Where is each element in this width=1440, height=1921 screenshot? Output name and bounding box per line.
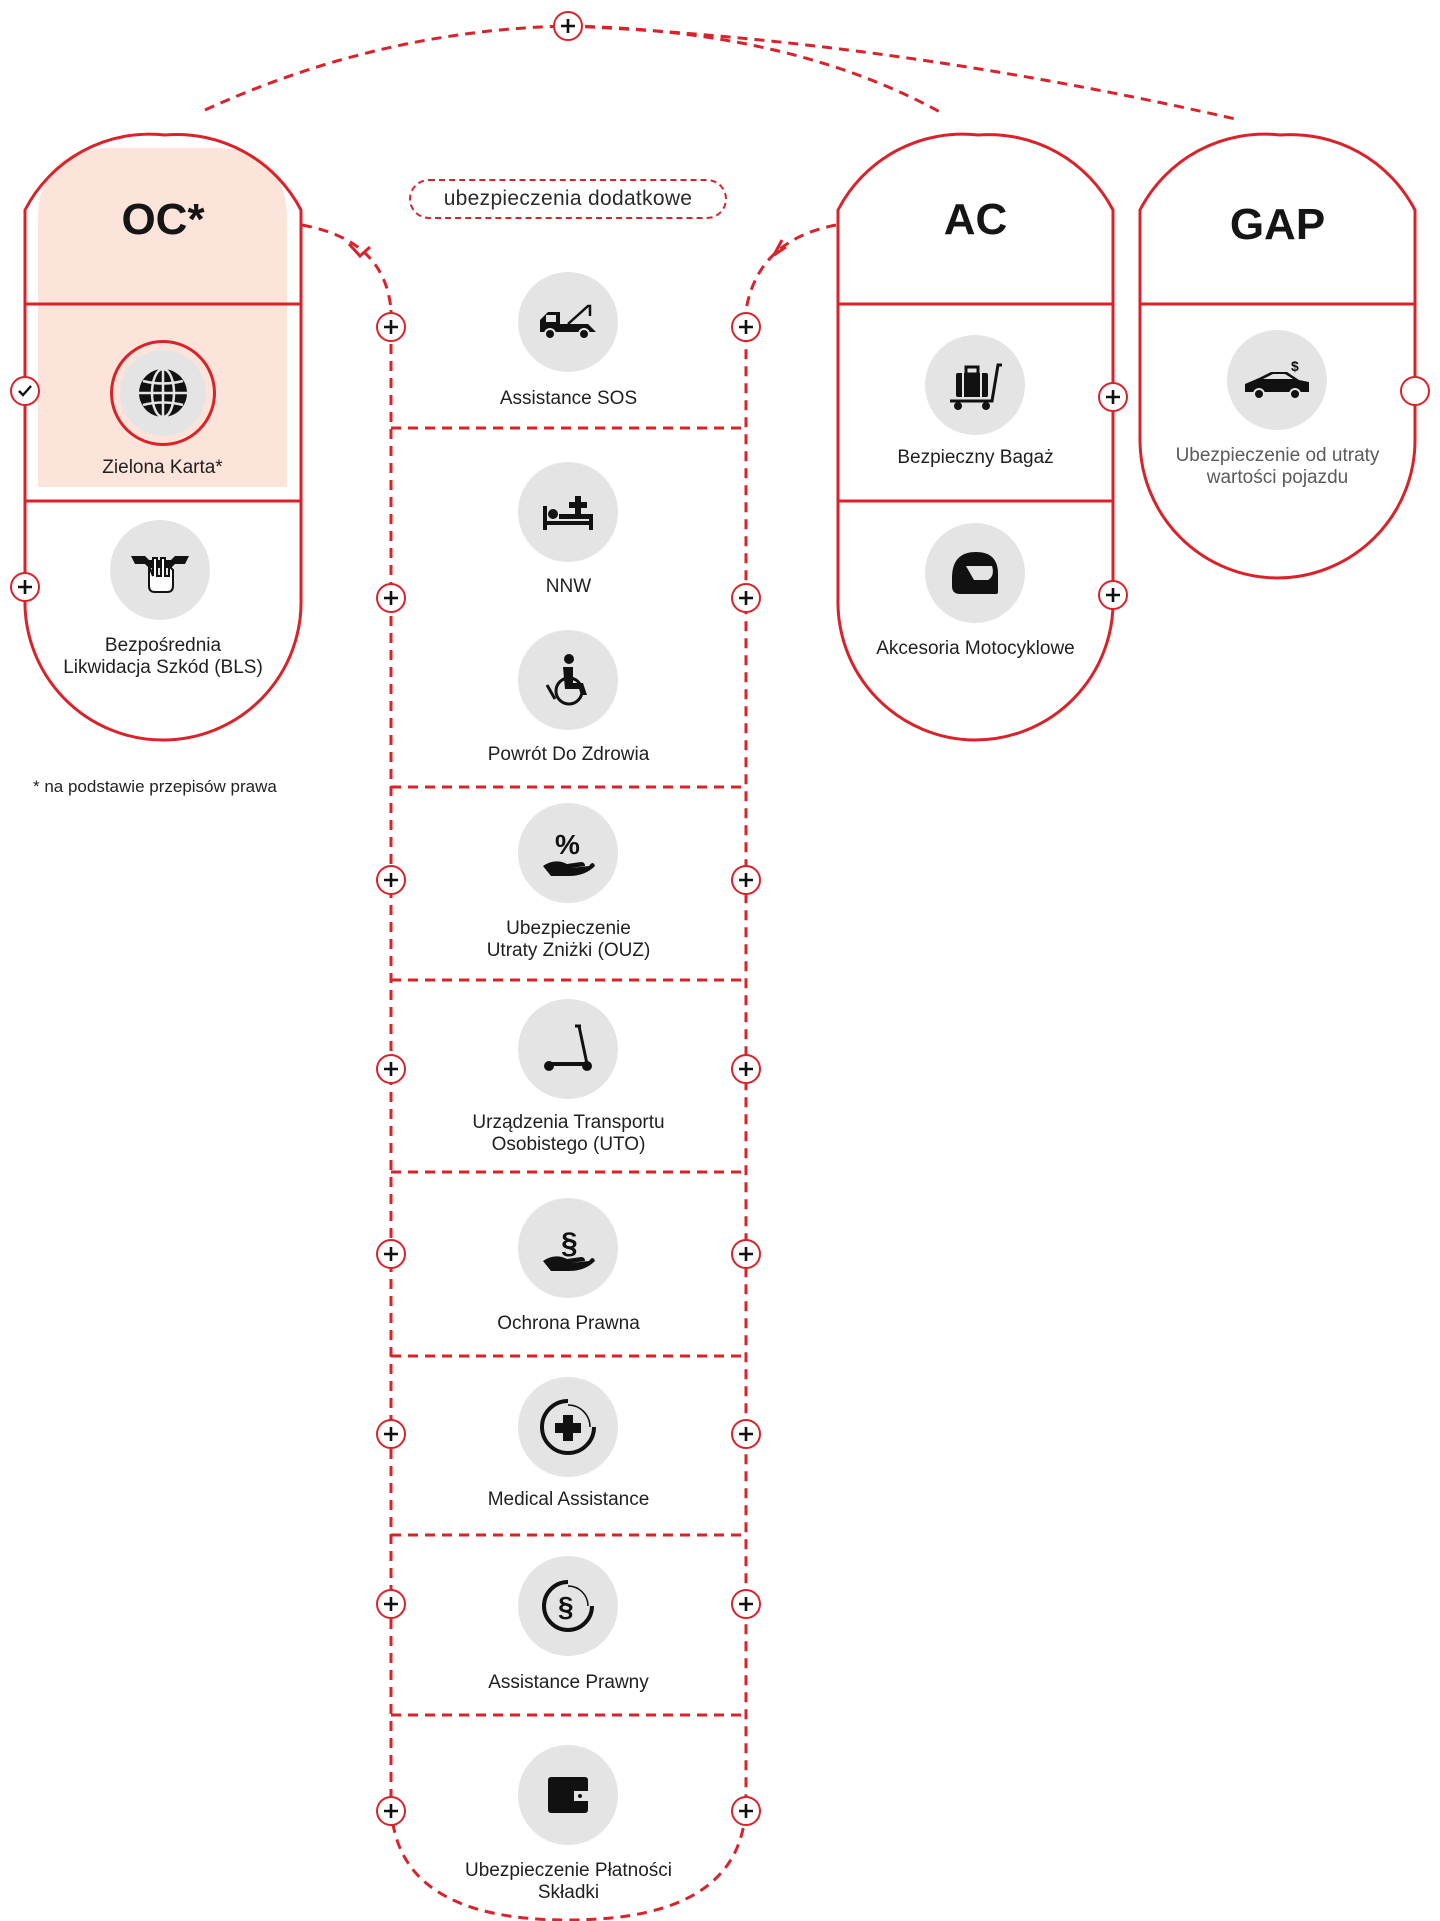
oc-item-label: Bezpośrednia Likwidacja Szkód (BLS) — [63, 635, 263, 678]
extras-item-label: Assistance Prawny — [488, 1672, 649, 1693]
gap-toggle-button[interactable] — [1400, 376, 1430, 406]
oc-item-label: Zielona Karta* — [102, 457, 223, 478]
extras-item-label: Assistance SOS — [499, 388, 638, 409]
ac-card — [836, 132, 1115, 742]
gap-card — [1138, 132, 1417, 580]
top-add-button[interactable] — [553, 11, 583, 41]
extras-add-button-left[interactable] — [376, 1419, 406, 1449]
extras-item-label: Medical Assistance — [487, 1489, 650, 1510]
extras-add-button-left[interactable] — [376, 312, 406, 342]
oc-card — [23, 132, 303, 742]
arrow-head-right — [772, 239, 787, 257]
helmet-icon — [952, 552, 998, 594]
ac-helmet-add-button[interactable] — [1098, 580, 1128, 610]
extras-add-button-right[interactable] — [731, 583, 761, 613]
ac-item-helmet — [925, 523, 1025, 623]
extras-item-uto — [518, 999, 618, 1099]
extras-add-button-left[interactable] — [376, 583, 406, 613]
oc-item-bls — [110, 520, 210, 620]
ac-luggage-add-button[interactable] — [1098, 382, 1128, 412]
extras-add-button-right[interactable] — [731, 312, 761, 342]
car-dollar-icon: $ — [1245, 358, 1309, 400]
oc-bls-add-button[interactable] — [10, 572, 40, 602]
extras-title-pill: ubezpieczenia dodatkowe — [409, 179, 727, 219]
oc-title: OC* — [121, 195, 205, 244]
top-connector-gap — [567, 24, 1241, 122]
extras-item-ochrona-prawna: § — [518, 1198, 618, 1298]
oc-highlight — [38, 148, 287, 487]
svg-text:§: § — [558, 1591, 574, 1622]
extras-item-assistance-prawny: § — [518, 1556, 618, 1656]
globe-icon — [139, 367, 187, 419]
extras-add-button-left[interactable] — [376, 1796, 406, 1826]
oc-extras-connector — [301, 223, 393, 311]
medical-cross-icon — [540, 1399, 596, 1455]
ac-item-luggage — [925, 335, 1025, 435]
extras-item-nnw — [518, 462, 618, 562]
extras-add-button-right[interactable] — [731, 865, 761, 895]
extras-column — [389, 310, 748, 1921]
svg-text:%: % — [555, 829, 580, 860]
extras-item-powrot-do-zdrowia — [518, 630, 618, 730]
extras-add-button-left[interactable] — [376, 865, 406, 895]
arrow-head-left — [347, 242, 372, 259]
gap-item-label: Ubezpieczenie od utraty wartości pojazdu — [1175, 445, 1380, 488]
gap-item: $ — [1227, 330, 1327, 430]
extras-add-button-right[interactable] — [731, 1796, 761, 1826]
ac-extras-connector — [744, 223, 837, 311]
extras-item-assistance-sos — [518, 272, 618, 372]
ac-title: AC — [943, 195, 1008, 244]
ac-item-label: Akcesoria Motocyklowe — [876, 638, 1075, 659]
extras-item-label: Powrót Do Zdrowia — [487, 744, 650, 765]
extras-add-button-right[interactable] — [731, 1589, 761, 1619]
extras-add-button-left[interactable] — [376, 1054, 406, 1084]
ac-item-label: Bezpieczny Bagaż — [897, 447, 1054, 468]
tow-truck-icon — [540, 304, 596, 340]
extras-item-label: Urządzenia Transportu Osobistego (UTO) — [472, 1112, 665, 1155]
extras-add-button-left[interactable] — [376, 1239, 406, 1269]
oc-item-check-button[interactable] — [10, 376, 40, 406]
extras-add-button-left[interactable] — [376, 1589, 406, 1619]
extras-add-button-right[interactable] — [731, 1054, 761, 1084]
extras-item-label: Ubezpieczenie Utraty Zniżki (OUZ) — [486, 918, 651, 961]
extras-add-button-right[interactable] — [731, 1239, 761, 1269]
wrench-hand-icon — [131, 556, 189, 593]
luggage-cart-icon — [950, 363, 1002, 410]
footnote: * na podstawie przepisów prawa — [33, 777, 277, 796]
extras-title: ubezpieczenia dodatkowe — [443, 187, 693, 210]
extras-item-label: NNW — [545, 576, 592, 597]
extras-item-platnosci-skladki — [518, 1745, 618, 1845]
top-connector-left — [204, 24, 569, 112]
hospital-bed-icon — [543, 496, 593, 530]
extras-item-medical-assistance — [518, 1377, 618, 1477]
extras-item-ouz: % — [518, 803, 618, 903]
extras-item-label: Ochrona Prawna — [497, 1313, 640, 1334]
gap-title: GAP — [1229, 200, 1326, 249]
top-connector-ac — [567, 24, 941, 114]
extras-item-label: Ubezpieczenie Płatności Składki — [464, 1860, 672, 1903]
svg-text:§: § — [561, 1227, 578, 1260]
paragraph-circle-icon: § — [542, 1580, 594, 1632]
extras-add-button-right[interactable] — [731, 1419, 761, 1449]
paragraph-hand-icon: § — [543, 1227, 595, 1271]
scooter-icon — [544, 1024, 592, 1071]
oc-item-globe — [110, 340, 216, 446]
percent-hand-icon: % — [543, 829, 595, 876]
wheelchair-icon — [545, 654, 587, 706]
svg-text:$: $ — [1291, 358, 1299, 374]
wallet-icon — [548, 1777, 588, 1813]
